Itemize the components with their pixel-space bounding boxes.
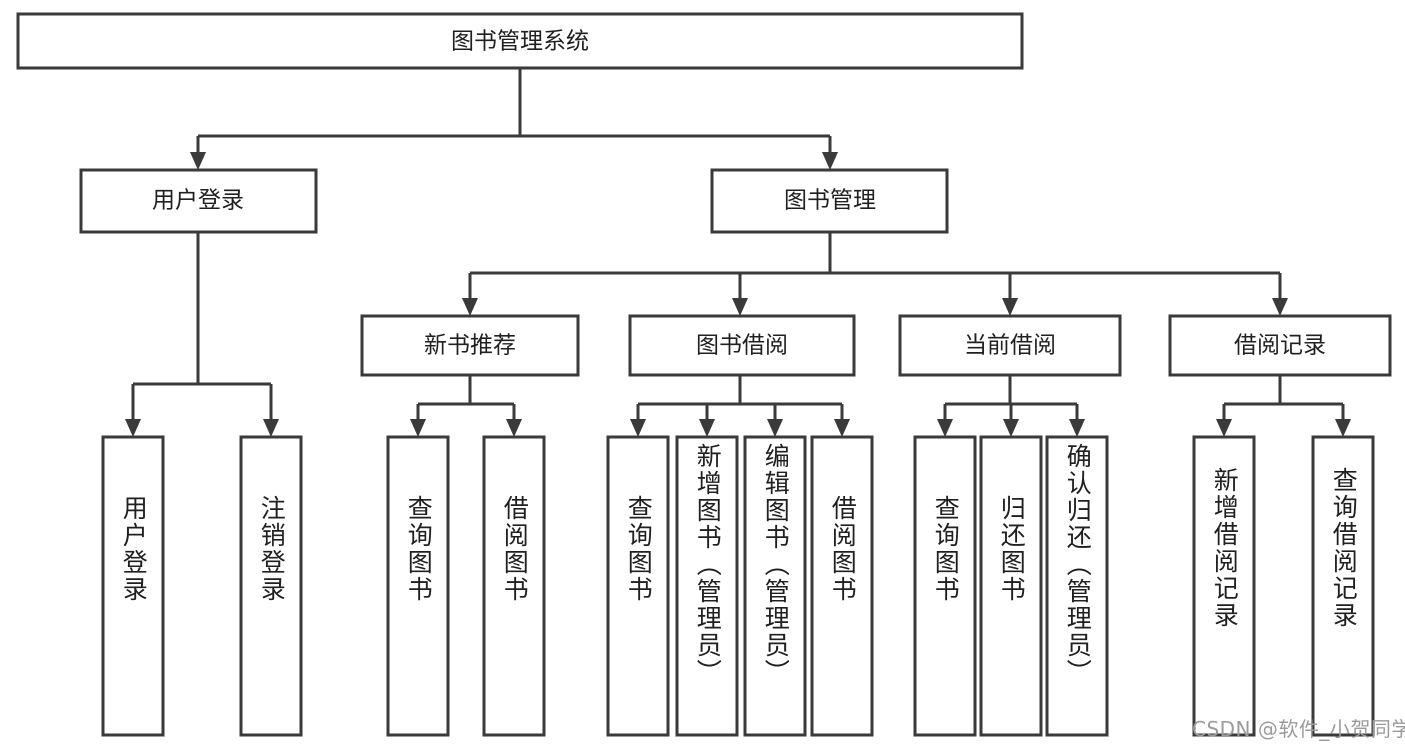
- arrow-head-borrow-l2: [699, 419, 715, 437]
- arrow-head-new-book-recommend: [462, 298, 478, 316]
- node-borrow-record-label: 借阅记录: [1234, 333, 1326, 359]
- node-leaf-borrow-edit-book-admin[interactable]: [743, 435, 807, 737]
- node-current-borrow-label: 当前借阅: [964, 333, 1056, 359]
- node-leaf-borrow-add-book-admin[interactable]: [675, 435, 739, 737]
- node-borrow-record[interactable]: [1168, 314, 1392, 377]
- csdn-watermark: CSDN @软件_小贺同学: [1192, 717, 1405, 741]
- node-new-book-recommend[interactable]: [360, 314, 580, 377]
- arrow-head-borrow-record: [1272, 298, 1288, 316]
- arrow-head-current-l1: [937, 419, 953, 437]
- node-user-login[interactable]: [79, 168, 318, 234]
- node-leaf-record-query-record[interactable]: [1311, 435, 1375, 737]
- node-leaf-user-login-logout[interactable]: [239, 435, 303, 737]
- arrow-head-book-borrow: [732, 298, 748, 316]
- node-leaf-borrow-query-book[interactable]: [606, 435, 670, 737]
- arrow-head-borrow-l1: [630, 419, 646, 437]
- arrow-head-borrow-l4: [834, 419, 850, 437]
- node-leaf-user-login-login[interactable]: [101, 435, 165, 737]
- node-leaf-recommend-borrow-book[interactable]: [482, 435, 546, 737]
- node-new-book-recommend-label: 新书推荐: [424, 333, 516, 359]
- node-layer: 图书管理系统 用户登录 图书管理 新书推荐 图书借阅 当前借阅 借阅记录: [16, 12, 1392, 737]
- node-book-management-label: 图书管理: [784, 188, 876, 214]
- arrow-head-borrow-l3: [767, 419, 783, 437]
- connector-layer: [125, 68, 1351, 437]
- node-leaf-current-return-book[interactable]: [979, 435, 1043, 737]
- arrow-head-current-l3: [1069, 419, 1085, 437]
- arrow-head-recommend-l2: [506, 419, 522, 437]
- arrow-head-record-l1: [1216, 419, 1232, 437]
- node-current-borrow[interactable]: [898, 314, 1122, 377]
- node-leaf-borrow-borrow-book[interactable]: [810, 435, 874, 737]
- node-leaf-recommend-query-book[interactable]: [386, 435, 450, 737]
- node-book-borrow[interactable]: [628, 314, 856, 377]
- node-root-label: 图书管理系统: [451, 29, 589, 55]
- node-leaf-current-query-book[interactable]: [913, 435, 977, 737]
- node-leaf-record-add-record[interactable]: [1192, 435, 1256, 737]
- arrow-head-record-l2: [1335, 419, 1351, 437]
- node-user-login-label: 用户登录: [152, 188, 244, 214]
- node-book-management[interactable]: [710, 168, 949, 234]
- node-leaf-current-confirm-return-admin[interactable]: [1045, 435, 1109, 737]
- arrow-head-userlogin-leaf2: [263, 419, 279, 437]
- node-book-borrow-label: 图书借阅: [696, 333, 788, 359]
- arrow-head-recommend-l1: [410, 419, 426, 437]
- arrow-head-book-manage: [822, 152, 838, 170]
- arrow-head-user-login: [190, 152, 206, 170]
- arrow-head-current-borrow: [1002, 298, 1018, 316]
- arrow-head-userlogin-leaf1: [125, 419, 141, 437]
- node-root-book-management-system[interactable]: [16, 12, 1024, 70]
- arrow-head-current-l2: [1003, 419, 1019, 437]
